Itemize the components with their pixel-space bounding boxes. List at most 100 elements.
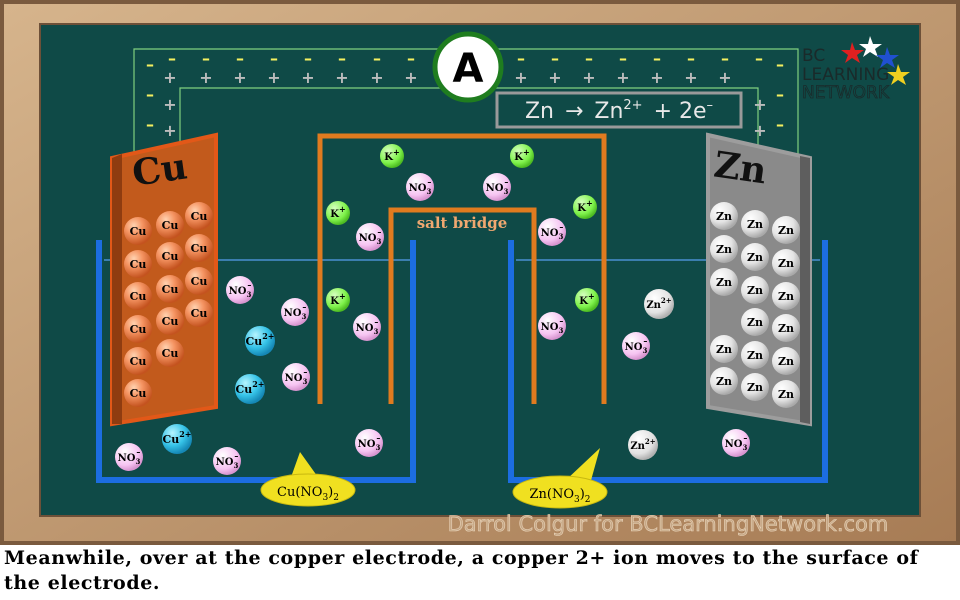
zinc-atom-label: Zn — [716, 276, 732, 289]
copper-atom-label: Cu — [162, 283, 179, 296]
positive-sign: + — [753, 95, 766, 114]
copper-ion-label: Cu2+ — [162, 429, 191, 446]
potassium-ion-label: K+ — [577, 198, 592, 214]
zinc-atom — [710, 235, 738, 263]
nitrate-ion — [406, 173, 434, 201]
nitrate-ion-label: NO3– — [541, 316, 564, 335]
nitrate-ion — [355, 429, 383, 457]
electron-minus: – — [202, 49, 210, 68]
zinc-atom — [741, 276, 769, 304]
potassium-ion — [510, 144, 534, 168]
copper-atom — [156, 242, 184, 270]
electron-minus: – — [304, 49, 312, 68]
potassium-ion — [326, 288, 350, 312]
positive-sign: + — [404, 68, 417, 87]
nitrate-ion — [282, 363, 310, 391]
copper-atom-label: Cu — [191, 210, 208, 223]
nitrate-ion-label: NO3– — [216, 451, 239, 470]
electron-minus: – — [776, 55, 784, 74]
copper-ion-label: Cu2+ — [235, 379, 264, 396]
electron-minus: – — [653, 49, 661, 68]
electron-minus: – — [619, 49, 627, 68]
zinc-atom-label: Zn — [716, 210, 732, 223]
zinc-atom-label: Zn — [747, 381, 763, 394]
positive-sign: + — [163, 121, 176, 140]
zinc-atom — [741, 243, 769, 271]
zinc-atom-label: Zn — [716, 243, 732, 256]
copper-electrode-title: Cu — [130, 145, 190, 194]
copper-atom-label: Cu — [162, 315, 179, 328]
yellow-star-icon — [887, 64, 910, 85]
copper-ion-label: Cu2+ — [245, 331, 274, 348]
copper-atom-label: Cu — [191, 307, 208, 320]
nitrate-ion-label: NO3– — [358, 433, 381, 452]
ammeter[interactable]: A — [432, 31, 504, 103]
copper-atom — [156, 211, 184, 239]
copper-atom-label: Cu — [162, 250, 179, 263]
electron-minus: – — [236, 49, 244, 68]
zinc-electrode-title: Zn — [711, 144, 769, 193]
positive-sign: + — [718, 68, 731, 87]
zinc-atom — [772, 314, 800, 342]
positive-sign: + — [650, 68, 663, 87]
chalkboard: –––––––––––––––––––––––– +++++++++++++++… — [0, 0, 960, 545]
zinc-atom-label: Zn — [747, 218, 763, 231]
zinc-nitrate-label: Zn(NO3)2 — [512, 448, 608, 509]
nitrate-ion-label: NO3– — [625, 336, 648, 355]
zinc-atom-label: Zn — [778, 290, 794, 303]
zinc-atom — [710, 268, 738, 296]
svg-text:Cu(NO3)2: Cu(NO3)2 — [277, 485, 339, 503]
copper-atom-label: Cu — [130, 258, 147, 271]
nitrate-ion — [622, 332, 650, 360]
zinc-atom — [741, 373, 769, 401]
electron-minus: – — [776, 85, 784, 104]
positive-sign: + — [335, 68, 348, 87]
positive-sign: + — [582, 68, 595, 87]
svg-text:Zn(NO3)2: Zn(NO3)2 — [529, 487, 590, 505]
nitrate-ion — [226, 276, 254, 304]
zinc-ion — [644, 289, 674, 319]
copper-atom — [124, 282, 152, 310]
zinc-atom — [772, 380, 800, 408]
white-star-icon — [859, 36, 882, 57]
copper-atom-label: Cu — [162, 219, 179, 232]
positive-sign: + — [163, 95, 176, 114]
electron-minus: – — [146, 55, 154, 74]
positive-charges: +++++++++++++++++++ — [163, 68, 766, 140]
nitrate-ion — [356, 223, 384, 251]
copper-atom-label: Cu — [130, 387, 147, 400]
zinc-atom — [710, 335, 738, 363]
zinc-atom — [710, 367, 738, 395]
nitrate-ion — [538, 218, 566, 246]
copper-atom — [156, 339, 184, 367]
nitrate-ion-label: NO3– — [725, 433, 748, 452]
nitrate-ion-label: NO3– — [285, 367, 308, 386]
ammeter-label: A — [453, 46, 484, 92]
red-star-icon — [841, 42, 864, 63]
electron-minus: – — [585, 49, 593, 68]
zinc-atom — [741, 308, 769, 336]
electron-minus: – — [146, 85, 154, 104]
nitrate-ion-label: NO3– — [541, 222, 564, 241]
copper-atom — [185, 234, 213, 262]
bc-learning-network-logo: BC LEARNING NETWORK — [802, 36, 910, 103]
zinc-atom-label: Zn — [747, 284, 763, 297]
copper-atom — [156, 275, 184, 303]
electron-minus: – — [755, 49, 763, 68]
nitrate-ion-label: NO3– — [409, 177, 432, 196]
electron-minus: – — [168, 49, 176, 68]
copper-atom — [124, 347, 152, 375]
zinc-atom-label: Zn — [778, 224, 794, 237]
narration-caption: Meanwhile, over at the copper electrode,… — [4, 547, 919, 594]
electron-charges: –––––––––––––––––––––––– — [146, 49, 784, 194]
zinc-atom-label: Zn — [778, 257, 794, 270]
copper-atom — [124, 217, 152, 245]
electron-minus: – — [776, 115, 784, 134]
nitrate-ion — [538, 312, 566, 340]
copper-ion — [235, 374, 265, 404]
svg-text:BC: BC — [802, 46, 825, 66]
